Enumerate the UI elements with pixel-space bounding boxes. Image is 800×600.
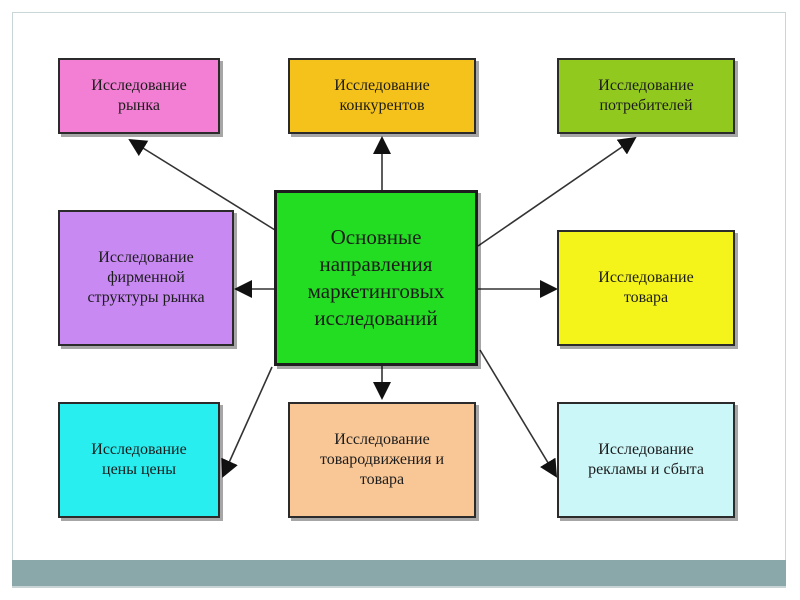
arrow-to-consumers	[477, 136, 637, 247]
box-advertising-research: Исследование рекламы и сбыта	[557, 402, 735, 518]
box-distribution-research: Исследование товародвижения и товара	[288, 402, 476, 518]
box-firm-structure-research: Исследование фирменной структуры рынка	[58, 210, 234, 346]
box-price-research: Исследование цены цены	[58, 402, 220, 518]
arrow-to-market	[128, 138, 276, 231]
box-main-directions: Основные направления маркетинговых иссле…	[274, 190, 478, 366]
arrow-to-prices	[221, 366, 273, 478]
slide-accent-underline	[12, 586, 786, 588]
box-consumer-research: Исследование потребителей	[557, 58, 735, 134]
slide-accent-bar	[12, 560, 786, 586]
box-competitor-research: Исследование конкурентов	[288, 58, 476, 134]
arrow-to-advertising	[479, 349, 558, 478]
box-market-research: Исследование рынка	[58, 58, 220, 134]
box-goods-research: Исследование товара	[557, 230, 735, 346]
